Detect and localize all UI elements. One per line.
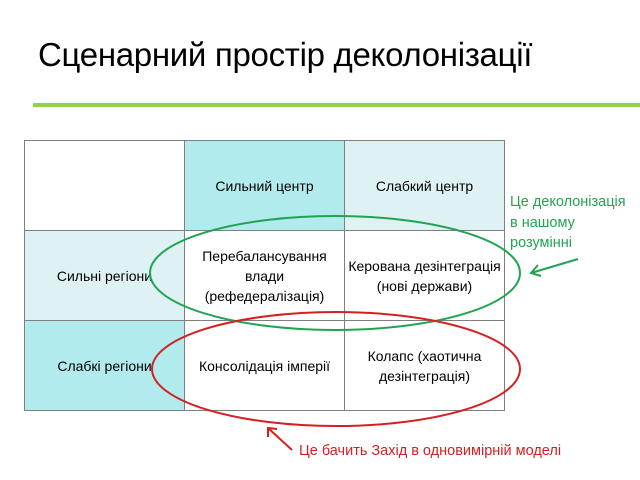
title-underline <box>33 103 640 107</box>
green-annotation: Це деколонізація в нашому розумінні <box>510 192 626 254</box>
green-annotation-line: розумінні <box>510 235 572 251</box>
empty-corner-cell <box>24 140 185 231</box>
cell-managed-disintegration: Керована дезінтеграція (нові держави) <box>344 230 505 321</box>
red-annotation: Це бачить Захід в одновимірній моделі <box>299 443 562 459</box>
table-row: Сильні регіони Перебалансування влади (р… <box>24 230 505 321</box>
column-header-strong-center: Сильний центр <box>184 140 345 231</box>
row-header-weak-regions: Слабкі регіони <box>24 320 185 411</box>
green-annotation-line: Це деколонізація <box>510 194 626 210</box>
green-arrow-icon <box>529 258 579 277</box>
green-annotation-line: в нашому <box>510 214 575 231</box>
cell-empire-consolidation: Консолідація імперії <box>184 320 345 411</box>
column-header-weak-center: Слабкий центр <box>344 140 505 231</box>
red-arrow-icon <box>267 426 293 451</box>
cell-collapse: Колапс (хаотична дезінтеграція) <box>344 320 505 411</box>
table-header-row: Сильний центр Слабкий центр <box>24 140 505 231</box>
scenario-matrix: Сильний центр Слабкий центр Сильні регіо… <box>24 140 505 411</box>
cell-rebalancing: Перебалансування влади (рефедералізація) <box>184 230 345 321</box>
slide-title: Сценарний простір деколонізації <box>38 36 533 73</box>
row-header-strong-regions: Сильні регіони <box>24 230 185 321</box>
table-row: Слабкі регіони Консолідація імперії Кола… <box>24 320 505 411</box>
